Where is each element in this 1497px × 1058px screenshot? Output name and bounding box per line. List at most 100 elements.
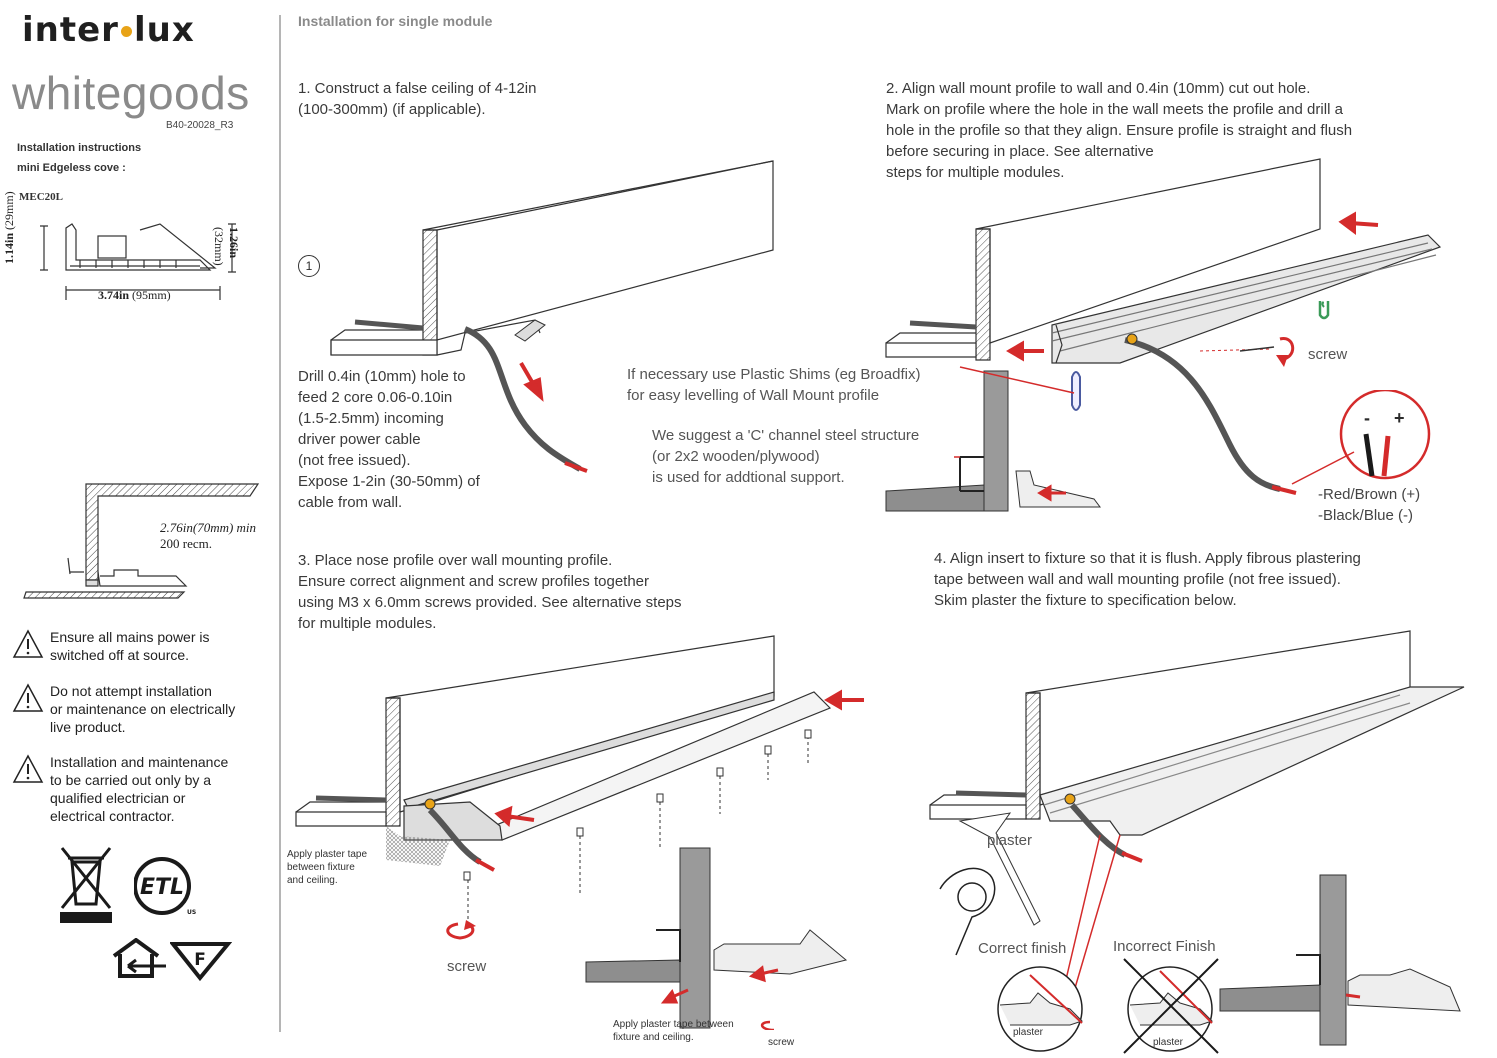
dim-right-in: 1.26in bbox=[227, 227, 241, 259]
dim-width-mm: (95mm) bbox=[132, 288, 171, 302]
step-2-text: 2. Align wall mount profile to wall and … bbox=[886, 78, 1352, 183]
warning-text: Do not attempt installation bbox=[50, 683, 212, 699]
channel-note: We suggest a 'C' channel steel structure… bbox=[652, 425, 919, 488]
cert-us-label: US bbox=[187, 909, 196, 916]
warning-text: switched off at source. bbox=[50, 647, 190, 663]
step-line: 4. Align insert to fixture so that it is… bbox=[934, 550, 1361, 567]
dim-width-in: 3.74in bbox=[98, 288, 130, 302]
step-line: for multiple modules. bbox=[298, 615, 437, 632]
step-3-text: 3. Place nose profile over wall mounting… bbox=[298, 550, 682, 634]
wire-legend-red: -Red/Brown (+) bbox=[1318, 486, 1421, 503]
warning-1: Ensure all mains power is switched off a… bbox=[12, 628, 272, 664]
etl-listed-icon: ETL US bbox=[134, 857, 196, 916]
ceiling-diagram bbox=[23, 483, 260, 599]
logo-text-right: lux bbox=[133, 10, 195, 50]
step-3-illustration bbox=[295, 635, 864, 1030]
drill-instructions: Drill 0.4in (10mm) hole to feed 2 core 0… bbox=[298, 366, 480, 513]
drill-line: (not free issued). bbox=[298, 452, 411, 469]
svg-text:ETL: ETL bbox=[140, 875, 184, 900]
incorrect-finish-label: Incorrect Finish bbox=[1113, 938, 1216, 955]
plaster-label: plaster bbox=[987, 832, 1033, 849]
warning-triangle-icon bbox=[12, 629, 44, 658]
drill-line: Drill 0.4in (10mm) hole to bbox=[298, 368, 466, 385]
step-line: 2. Align wall mount profile to wall and … bbox=[886, 80, 1311, 97]
warning-text: live product. bbox=[50, 719, 126, 735]
plaster-small-label-2: plaster bbox=[1153, 1037, 1184, 1048]
channel-line: is used for addtional support. bbox=[652, 469, 845, 486]
ceiling-dim-line: 200 recm. bbox=[160, 536, 212, 551]
shims-note: If necessary use Plastic Shims (eg Broad… bbox=[627, 364, 920, 406]
instructions-line: mini Edgeless cove : bbox=[17, 162, 126, 174]
document-id: B40-20028_R3 bbox=[166, 120, 234, 131]
step-line: 1. Construct a false ceiling of 4-12in bbox=[298, 80, 537, 97]
screw-label-step2: screw bbox=[1308, 346, 1348, 363]
f-mark-icon: F bbox=[170, 942, 232, 982]
wire-legend: -Red/Brown (+) -Black/Blue (-) bbox=[1318, 484, 1420, 526]
dim-left: 1.14in (29mm) bbox=[2, 191, 17, 264]
instructions-line: Installation instructions bbox=[17, 142, 142, 154]
tape-note-2: Apply plaster tape between fixture and c… bbox=[613, 1018, 734, 1044]
plaster-small-label-1: plaster bbox=[1013, 1027, 1044, 1038]
dim-left-in: 1.14in bbox=[2, 232, 16, 264]
profile-cross-section bbox=[40, 223, 236, 300]
warning-2: Do not attempt installation or maintenan… bbox=[12, 682, 272, 736]
shims-line: If necessary use Plastic Shims (eg Broad… bbox=[627, 366, 921, 383]
brand-name: whitegoods bbox=[12, 67, 250, 119]
polarity-minus: - bbox=[1364, 408, 1370, 428]
tape-note-line: between fixture bbox=[287, 862, 355, 873]
drill-line: cable from wall. bbox=[298, 494, 403, 511]
warning-triangle-icon bbox=[12, 683, 44, 712]
dim-right: 1.26in (32mm) bbox=[211, 227, 241, 287]
step-line: before securing in place. See alternativ… bbox=[886, 143, 1154, 160]
step-line: Skim plaster the fixture to specificatio… bbox=[934, 592, 1237, 609]
warning-text: or maintenance on electrically bbox=[50, 701, 236, 717]
step-number-badge: 1 bbox=[298, 255, 320, 277]
step-line: 3. Place nose profile over wall mounting… bbox=[298, 552, 613, 569]
step-1-illustration bbox=[330, 160, 774, 473]
channel-line: We suggest a 'C' channel steel structure bbox=[652, 427, 920, 444]
channel-line: (or 2x2 wooden/plywood) bbox=[652, 448, 820, 465]
weee-bin-icon bbox=[60, 847, 112, 923]
step-2-illustration bbox=[885, 158, 1442, 512]
warning-triangle-icon bbox=[12, 754, 44, 783]
instructions-title: Installation instructions mini Edgeless … bbox=[17, 138, 141, 178]
step-line: hole in the profile so that they align. … bbox=[886, 122, 1353, 139]
step-line: using M3 x 6.0mm screws provided. See al… bbox=[298, 594, 682, 611]
step-4-text: 4. Align insert to fixture so that it is… bbox=[934, 548, 1361, 611]
model-code: MEC20L bbox=[19, 191, 63, 203]
warning-text: qualified electrician or bbox=[50, 790, 186, 806]
warning-3: Installation and maintenance to be carri… bbox=[12, 753, 272, 825]
ceiling-dim: 2.76in(70mm) min 200 recm. bbox=[160, 520, 256, 552]
logo-text-left: inter bbox=[22, 10, 119, 50]
indoor-use-icon bbox=[112, 938, 166, 978]
step-line: Ensure correct alignment and screw profi… bbox=[298, 573, 650, 590]
tape-note-line: and ceiling. bbox=[287, 875, 338, 886]
column-divider bbox=[279, 15, 281, 1032]
logo-dot-icon bbox=[120, 26, 132, 37]
interlux-logo: inter lux bbox=[22, 10, 195, 50]
shims-line: for easy levelling of Wall Mount profile bbox=[627, 387, 880, 404]
dim-left-mm: (29mm) bbox=[2, 191, 16, 230]
polarity-detail bbox=[1291, 390, 1431, 485]
svg-text:F: F bbox=[194, 950, 206, 970]
step-line: tape between wall and wall mounting prof… bbox=[934, 571, 1341, 588]
warning-text: to be carried out only by a bbox=[50, 772, 212, 788]
warning-text: electrical contractor. bbox=[50, 808, 175, 824]
screw-label-step3: screw bbox=[447, 958, 487, 975]
step-line: Mark on profile where the hole in the wa… bbox=[886, 101, 1343, 118]
drill-line: Expose 1-2in (30-50mm) of bbox=[298, 473, 480, 490]
ceiling-dim-line: 2.76in(70mm) min bbox=[160, 520, 257, 535]
dim-width: 3.74in (95mm) bbox=[98, 288, 171, 303]
page-title: Installation for single module bbox=[298, 13, 493, 29]
drill-line: (1.5-2.5mm) incoming bbox=[298, 410, 444, 427]
drill-line: driver power cable bbox=[298, 431, 421, 448]
tape-note-line: fixture and ceiling. bbox=[613, 1032, 694, 1043]
dim-right-mm: (32mm) bbox=[212, 227, 226, 266]
step-1-text: 1. Construct a false ceiling of 4-12in (… bbox=[298, 78, 536, 120]
step-4-illustration bbox=[929, 630, 1465, 1054]
tape-note-1: Apply plaster tape between fixture and c… bbox=[287, 848, 367, 887]
screw-label-small: screw bbox=[768, 1037, 795, 1048]
tape-note-line: Apply plaster tape between bbox=[613, 1019, 734, 1030]
polarity-plus: + bbox=[1394, 408, 1405, 428]
wire-legend-black: -Black/Blue (-) bbox=[1318, 507, 1414, 524]
